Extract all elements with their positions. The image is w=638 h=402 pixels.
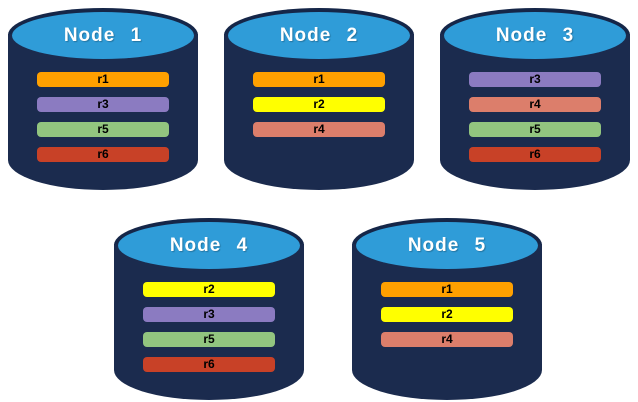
- cylinder-top-ellipse: Node 2: [228, 12, 410, 59]
- node-label: Node 2: [279, 24, 359, 46]
- node-cylinder-4: Node 4 r2 r3 r5 r6: [114, 218, 304, 400]
- replica-bar-r5: r5: [143, 332, 275, 347]
- cylinder-body: [440, 34, 630, 190]
- replica-list: r1 r2 r4: [253, 72, 385, 137]
- cylinder-top-ellipse: Node 3: [444, 12, 626, 59]
- node-cylinder-2: Node 2 r1 r2 r4: [224, 8, 414, 190]
- replica-bar-r4: r4: [253, 122, 385, 137]
- cylinder-body: [8, 34, 198, 190]
- replica-bar-r6: r6: [469, 147, 601, 162]
- node-label: Node 5: [407, 234, 487, 256]
- cylinder-top-ellipse: Node 1: [12, 12, 194, 59]
- replica-bar-r6: r6: [143, 357, 275, 372]
- replica-list: r2 r3 r5 r6: [143, 282, 275, 372]
- node-label: Node 4: [169, 234, 249, 256]
- replica-bar-r4: r4: [381, 332, 513, 347]
- replica-bar-r1: r1: [381, 282, 513, 297]
- cylinder-top-ellipse: Node 5: [356, 222, 538, 269]
- replica-bar-r3: r3: [469, 72, 601, 87]
- cylinder-body: [224, 34, 414, 190]
- replica-bar-r1: r1: [37, 72, 169, 87]
- node-row-bottom: Node 4 r2 r3 r5 r6 Node 5 r1 r2 r4: [9, 218, 638, 400]
- replica-list: r1 r3 r5 r6: [37, 72, 169, 162]
- cylinder-top-ellipse: Node 4: [118, 222, 300, 269]
- node-label: Node 1: [63, 24, 143, 46]
- replica-bar-r3: r3: [37, 97, 169, 112]
- replica-list: r1 r2 r4: [381, 282, 513, 347]
- replica-bar-r2: r2: [253, 97, 385, 112]
- replica-bar-r5: r5: [469, 122, 601, 137]
- node-cylinder-5: Node 5 r1 r2 r4: [352, 218, 542, 400]
- node-label: Node 3: [495, 24, 575, 46]
- replica-bar-r1: r1: [253, 72, 385, 87]
- replica-bar-r3: r3: [143, 307, 275, 322]
- node-cylinder-1: Node 1 r1 r3 r5 r6: [8, 8, 198, 190]
- node-cylinder-3: Node 3 r3 r4 r5 r6: [440, 8, 630, 190]
- cylinder-body: [352, 244, 542, 400]
- cylinder-body: [114, 244, 304, 400]
- replica-bar-r5: r5: [37, 122, 169, 137]
- replica-list: r3 r4 r5 r6: [469, 72, 601, 162]
- replica-bar-r6: r6: [37, 147, 169, 162]
- replica-bar-r2: r2: [381, 307, 513, 322]
- replica-bar-r2: r2: [143, 282, 275, 297]
- replica-bar-r4: r4: [469, 97, 601, 112]
